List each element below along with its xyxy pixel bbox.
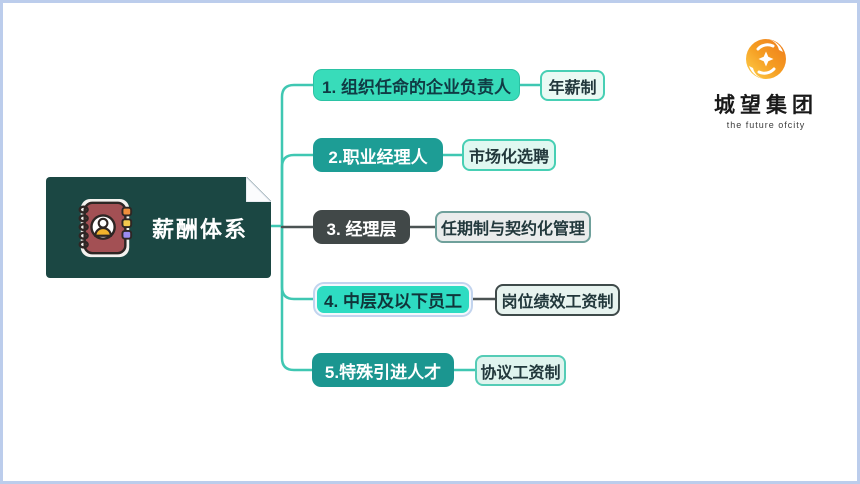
contact-notebook-icon	[78, 198, 133, 257]
child-node-4-label: 岗位绩效工资制	[501, 294, 614, 311]
connector-branch-5	[280, 224, 314, 372]
root-node[interactable]: 薪酬体系	[46, 177, 271, 278]
child-node-5[interactable]: 协议工资制	[475, 355, 566, 386]
root-node-label: 薪酬体系	[152, 216, 249, 242]
branch-node-5[interactable]: 5.特殊引进人才	[312, 353, 454, 387]
company-logo: 城望集团 the future ofcity	[703, 35, 829, 130]
child-node-1-label: 年薪制	[548, 79, 597, 97]
company-tagline: the future ofcity	[726, 120, 806, 130]
branch-node-5-label: 5.特殊引进人才	[324, 362, 442, 382]
branch-node-1-label: 1. 组织任命的企业负责人	[322, 77, 511, 97]
connector-branch-1	[280, 83, 315, 228]
child-node-5-label: 协议工资制	[480, 364, 561, 382]
child-node-3-label: 任期制与契约化管理	[440, 221, 585, 238]
branch-node-4-label: 4. 中层及以下员工	[324, 292, 462, 311]
branch-node-2[interactable]: 2.职业经理人	[313, 138, 443, 172]
page-fold-corner	[246, 177, 271, 202]
child-node-2[interactable]: 市场化选聘	[462, 139, 556, 171]
branch-node-2-label: 2.职业经理人	[328, 147, 428, 167]
child-node-1[interactable]: 年薪制	[540, 70, 605, 101]
connector-branch-4	[280, 224, 317, 301]
child-node-4[interactable]: 岗位绩效工资制	[495, 284, 620, 316]
orange-swirl-icon	[746, 38, 786, 80]
branch-node-1[interactable]: 1. 组织任命的企业负责人	[313, 69, 520, 101]
branch-node-3[interactable]: 3. 经理层	[313, 210, 410, 244]
child-node-3[interactable]: 任期制与契约化管理	[435, 211, 591, 243]
child-node-2-label: 市场化选聘	[468, 149, 549, 166]
branch-node-3-label: 3. 经理层	[326, 219, 397, 239]
branch-node-4[interactable]: 4. 中层及以下员工	[315, 284, 471, 315]
connector-lines	[267, 83, 542, 372]
company-name: 城望集团	[714, 94, 818, 117]
connector-branch-2	[280, 153, 315, 228]
